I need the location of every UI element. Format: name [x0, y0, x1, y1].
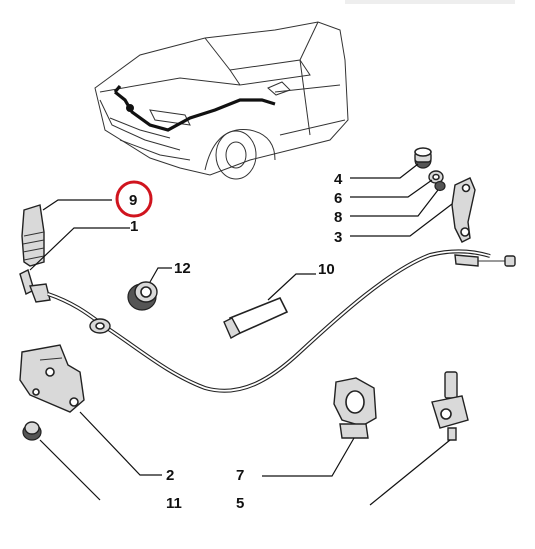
- highlight-ring: [115, 180, 153, 218]
- part-bracket-2: [19, 344, 162, 476]
- callout-8: 8: [334, 209, 342, 226]
- cable-path: [47, 249, 491, 393]
- callout-1: 1: [130, 218, 138, 235]
- part-boot-9: [21, 199, 112, 267]
- top-bar: [345, 0, 515, 4]
- part-bushing-4: [414, 147, 432, 169]
- part-nut-11: [22, 421, 101, 501]
- car-cable-highlight: [114, 90, 276, 132]
- part-washer-6: [428, 170, 444, 184]
- callout-11: 11: [166, 495, 182, 512]
- part-lever-3: [451, 177, 476, 243]
- part-clip-7: [262, 377, 377, 477]
- callout-10: 10: [318, 261, 335, 278]
- callout-12: 12: [174, 260, 191, 277]
- callout-3: 3: [334, 229, 342, 246]
- part-holder-5: [369, 371, 469, 506]
- part-pad-10: [223, 273, 316, 339]
- part-cable-1: [19, 227, 516, 393]
- callout-5: 5: [236, 495, 244, 512]
- leaders-right-cluster: [350, 163, 453, 237]
- callout-2: 2: [166, 467, 174, 484]
- part-clip-8: [434, 180, 446, 192]
- part-grommet-12: [127, 267, 172, 311]
- callout-9: 9: [129, 192, 137, 209]
- callout-7: 7: [236, 467, 244, 484]
- callout-4: 4: [334, 171, 343, 188]
- car-illustration: [94, 21, 349, 180]
- callout-6: 6: [334, 190, 342, 207]
